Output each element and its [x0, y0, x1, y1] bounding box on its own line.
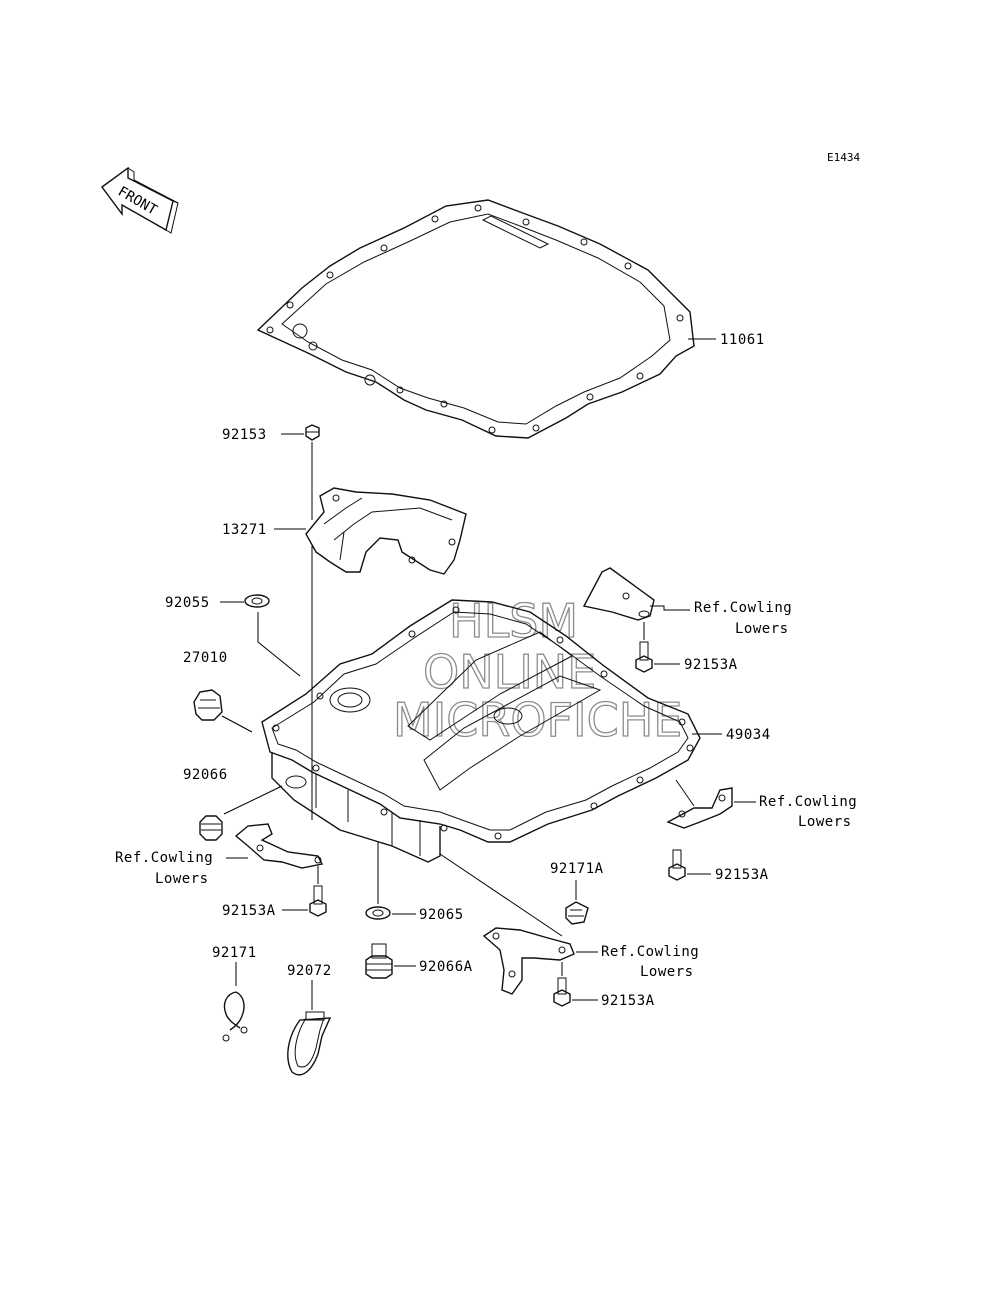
cowling-bracket-right	[666, 779, 733, 829]
label-92066: 92066	[183, 767, 228, 783]
clip-92171	[222, 991, 248, 1042]
band-92072	[287, 1011, 332, 1076]
label-49034: 49034	[726, 727, 771, 743]
baffle-plate	[305, 487, 467, 575]
cowling-bracket-left	[234, 823, 324, 869]
label-92055: 92055	[165, 595, 210, 611]
front-arrow-icon: FRONT	[101, 166, 179, 234]
label-ref-cowling-3: Ref.Cowling	[115, 850, 213, 866]
label-92153a-1: 92153A	[684, 657, 738, 673]
oil-pan-gasket	[256, 199, 695, 439]
label-lowers-2: Lowers	[798, 814, 852, 830]
label-92153a-2: 92153A	[715, 867, 769, 883]
label-ref-cowling-4: Ref.Cowling	[601, 944, 699, 960]
label-ref-cowling-1: Ref.Cowling	[694, 600, 792, 616]
washer-92055	[244, 594, 270, 608]
cowling-bracket-top-right	[582, 567, 655, 621]
label-lowers-4: Lowers	[640, 964, 694, 980]
cowling-bracket-bottom	[482, 927, 575, 995]
bolt-92153	[305, 424, 320, 441]
label-92171a: 92171A	[550, 861, 604, 877]
drain-plug-92066a	[365, 943, 393, 979]
drain-plug-92066	[199, 815, 223, 841]
label-lowers-3: Lowers	[155, 871, 209, 887]
bolt-92153a-1	[635, 641, 653, 673]
clamp-92171a	[565, 901, 589, 925]
label-92066a: 92066A	[419, 959, 473, 975]
oil-pan	[261, 599, 701, 863]
label-13271: 13271	[222, 522, 267, 538]
washer-92065	[365, 906, 391, 920]
diagram-code: E1434	[827, 151, 860, 164]
label-lowers-1: Lowers	[735, 621, 789, 637]
svg-text:ONLINE: ONLINE	[423, 645, 596, 699]
bolt-92153a-2	[668, 849, 686, 881]
label-27010: 27010	[183, 650, 228, 666]
label-92153: 92153	[222, 427, 267, 443]
pressure-switch-27010	[193, 689, 223, 721]
label-92153a-3: 92153A	[222, 903, 276, 919]
bolt-92153a-4	[553, 977, 571, 1007]
label-11061: 11061	[720, 332, 765, 348]
label-92065: 92065	[419, 907, 464, 923]
svg-text:MICROFICHE: MICROFICHE	[393, 693, 682, 747]
label-92153a-4: 92153A	[601, 993, 655, 1009]
label-ref-cowling-2: Ref.Cowling	[759, 794, 857, 810]
bolt-92153a-3	[309, 885, 327, 917]
label-92072: 92072	[287, 963, 332, 979]
label-92171: 92171	[212, 945, 257, 961]
